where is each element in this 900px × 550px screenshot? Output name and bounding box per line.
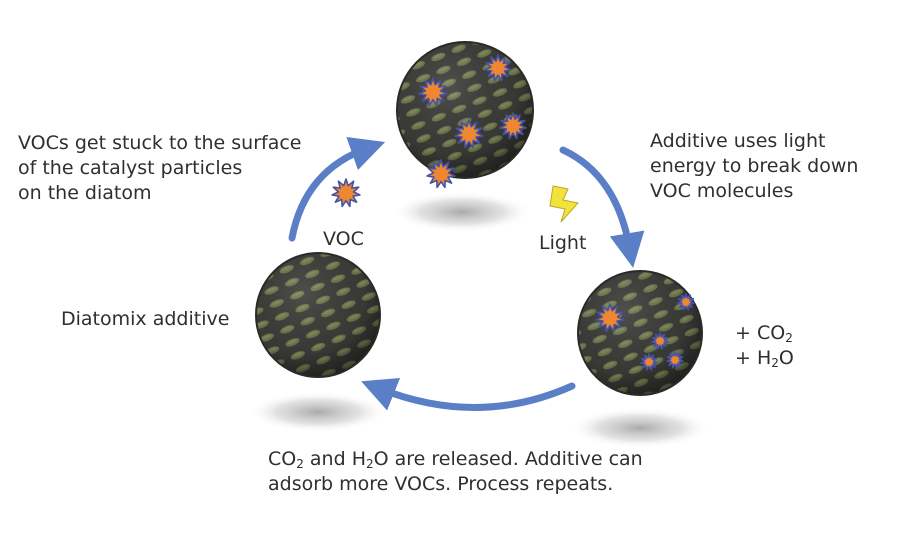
label-light: Light <box>539 232 587 254</box>
voc-molecule-icon <box>677 293 695 311</box>
lightning-bolt-icon <box>549 185 579 223</box>
voc-bursts <box>331 54 695 371</box>
voc-molecule-icon <box>595 303 625 333</box>
voc-molecule-icon <box>454 119 484 149</box>
label-voc-stick: VOCs get stuck to the surface of the cat… <box>18 132 302 204</box>
left-sphere-shadow <box>248 392 388 432</box>
top-catalyst-sphere <box>396 41 534 179</box>
top-sphere-shadow <box>392 192 532 232</box>
right-catalyst-sphere <box>577 270 703 396</box>
voc-molecule-icon <box>484 54 512 82</box>
left-diatomix-sphere <box>255 252 381 378</box>
label-voc: VOC <box>323 228 364 250</box>
right-sphere-shadow <box>570 408 710 448</box>
voc-molecule-icon <box>499 112 527 140</box>
voc-molecule-icon <box>640 353 658 371</box>
curved-arrow-icon <box>559 146 645 268</box>
voc-molecule-icon <box>651 332 669 350</box>
voc-molecule-icon <box>418 77 448 107</box>
label-released: CO2 and H2O are released. Additive can a… <box>268 448 643 495</box>
curved-arrow-icon <box>361 377 576 411</box>
voc-molecule-icon <box>666 351 684 369</box>
voc-molecule-icon <box>331 178 361 208</box>
label-products: + CO2 + H2O <box>735 322 794 370</box>
voc-molecule-icon <box>426 159 456 189</box>
label-diatomix-additive: Diatomix additive <box>61 308 230 330</box>
label-light-break: Additive uses light energy to break down… <box>650 130 859 202</box>
curved-arrow-icon <box>288 137 386 242</box>
